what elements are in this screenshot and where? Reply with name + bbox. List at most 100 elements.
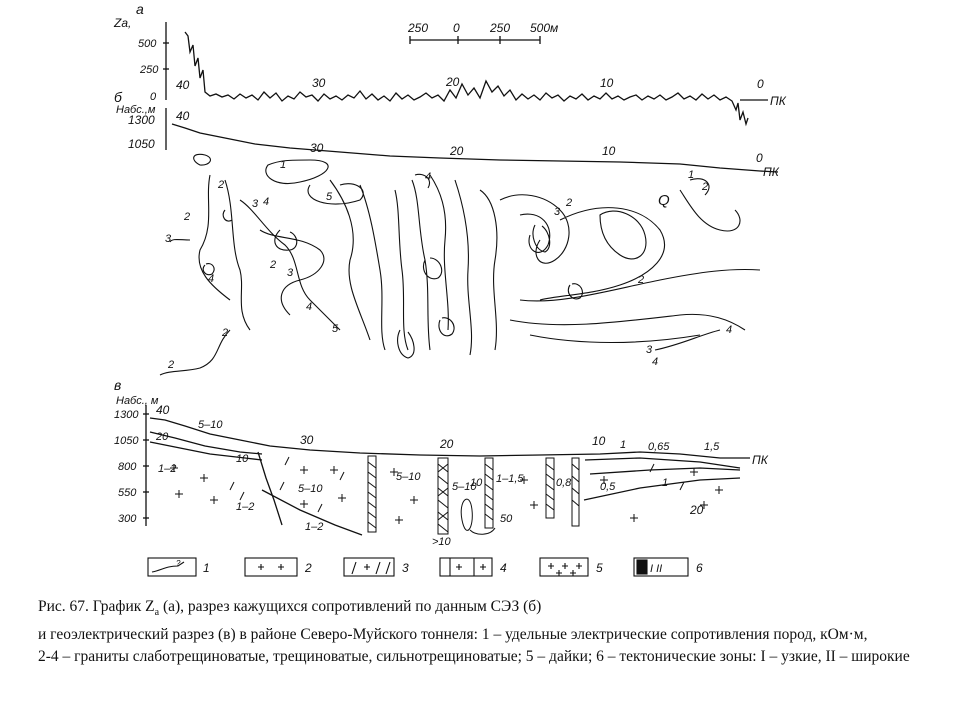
legend-num-6: 6 bbox=[696, 561, 703, 575]
legend-item-4: 4 bbox=[439, 557, 507, 577]
panel-a-pk-20: 20 bbox=[445, 75, 460, 89]
contour-label-4: 4 bbox=[263, 196, 269, 208]
rho-label-19: 1 bbox=[662, 477, 668, 489]
panel-c-axis-label: Набс., м bbox=[116, 395, 159, 407]
scale-tick-500: 500м bbox=[530, 21, 558, 35]
panel-a-ytick-0: 0 bbox=[150, 91, 157, 103]
contour-label-10: 3 bbox=[287, 267, 294, 279]
panel-c-ytick-300: 300 bbox=[118, 513, 137, 525]
panel-b-axis-label: Набс.,м bbox=[116, 104, 156, 116]
contour-label-14: 4 bbox=[425, 171, 431, 183]
panel-a: а Zа, 500 250 0 250 0 250 500м 40 30 20 … bbox=[113, 1, 787, 127]
caption-suffix: (а), разрез кажущихся сопротивлений по д… bbox=[159, 598, 542, 615]
caption-line-2: и геоэлектрический разрез (в) в районе С… bbox=[38, 626, 868, 644]
legend-num-1: 1 bbox=[203, 561, 210, 575]
scale-tick-250-right: 250 bbox=[489, 21, 510, 35]
rho-label-6: 1–2 bbox=[236, 501, 254, 513]
panel-c-pk-10: 10 bbox=[592, 434, 606, 448]
granite-marks bbox=[170, 456, 723, 524]
legend-sample-1: ? bbox=[176, 559, 181, 568]
panel-b-surface bbox=[171, 123, 779, 173]
contour-label-17: 1 bbox=[688, 169, 694, 181]
panel-a-letter: а bbox=[136, 1, 144, 17]
panel-b-contours bbox=[159, 153, 761, 376]
panel-a-pk-0: 0 bbox=[757, 77, 764, 91]
rho-label-13: 50 bbox=[500, 513, 513, 525]
panel-b-ytick-1050: 1050 bbox=[128, 137, 155, 151]
contour-label-24: 2 bbox=[167, 359, 174, 371]
legend-item-2: 2 bbox=[244, 557, 312, 577]
contour-label-6: 2 bbox=[183, 211, 190, 223]
legend-item-1: ? 1 bbox=[147, 557, 210, 577]
panel-a-pk-30: 30 bbox=[312, 76, 326, 90]
panel-a-axis-label: Zа, bbox=[113, 16, 131, 30]
rho-label-2: 20 bbox=[155, 431, 169, 443]
contour-label-2: 2 bbox=[217, 179, 224, 191]
rho-label-8: 5–10 bbox=[396, 471, 421, 483]
panel-b-pk-10: 10 bbox=[602, 144, 616, 158]
contour-label-21: 4 bbox=[726, 324, 732, 336]
rho-label-3: 10 bbox=[236, 453, 249, 465]
contour-label-22: 3 bbox=[646, 344, 653, 356]
scale-tick-250-left: 250 bbox=[407, 21, 428, 35]
rho-label-11: 1–1,5 bbox=[496, 473, 524, 485]
panel-c-fault-1 bbox=[257, 451, 283, 526]
panel-c-letter: в bbox=[114, 377, 121, 393]
scale-tick-0: 0 bbox=[453, 21, 460, 35]
panel-b: б Набс.,м 1300 1050 40 30 20 10 0 ПК 1 2… bbox=[114, 89, 780, 376]
rho-label-5: 5–10 bbox=[298, 483, 323, 495]
panel-c-pk-30: 30 bbox=[300, 433, 314, 447]
tectonic-zones bbox=[367, 455, 580, 535]
rho-label-15: 1 bbox=[620, 439, 626, 451]
panel-c-surface bbox=[149, 417, 721, 459]
legend-sample-6: I II bbox=[650, 563, 662, 575]
panel-a-pk-10: 10 bbox=[600, 76, 614, 90]
legend-item-6: I II 6 bbox=[633, 557, 703, 577]
caption-line-1: Рис. 67. График Zа (а), разрез кажущихся… bbox=[38, 597, 943, 622]
contour-label-5: 5 bbox=[326, 191, 333, 203]
figure: а Zа, 500 250 0 250 0 250 500м 40 30 20 … bbox=[113, 1, 787, 577]
contour-label-8: 4 bbox=[208, 273, 214, 285]
panel-b-pk-0: 0 bbox=[756, 151, 763, 165]
panel-a-ytick-500: 500 bbox=[138, 38, 157, 50]
panel-b-letter: б bbox=[114, 89, 123, 105]
legend-num-3: 3 bbox=[402, 561, 409, 575]
panel-a-za-curve bbox=[184, 31, 749, 127]
rho-label-7: 1–2 bbox=[305, 521, 323, 533]
caption-subscript: а bbox=[154, 607, 160, 619]
panel-c-ytick-1300: 1300 bbox=[114, 409, 139, 421]
contour-label-15: 2 bbox=[565, 197, 572, 209]
rho-label-1: 5–10 bbox=[198, 419, 223, 431]
caption-prefix: Рис. 67. График Z bbox=[38, 598, 155, 615]
caption-line-3: 2-4 – граниты слаботрещиноватые, трещино… bbox=[38, 648, 910, 666]
panel-b-pk-40: 40 bbox=[176, 109, 190, 123]
panel-b-pk-30: 30 bbox=[310, 141, 324, 155]
panel-a-pk-label: ПК bbox=[770, 94, 787, 108]
rho-label-4: 1–2 bbox=[158, 463, 176, 475]
panel-a-ytick-250: 250 bbox=[139, 64, 159, 76]
panel-a-pk-40: 40 bbox=[176, 78, 190, 92]
contour-label-13: 5 bbox=[332, 323, 339, 335]
legend-item-5: 5 bbox=[539, 557, 603, 577]
panel-c-pk-label: ПК bbox=[752, 453, 769, 467]
legend-num-5: 5 bbox=[596, 561, 603, 575]
contour-label-12: 2 bbox=[221, 327, 228, 339]
rho-label-14: >10 bbox=[432, 536, 452, 548]
panel-c-ytick-550: 550 bbox=[118, 487, 137, 499]
rho-label-20: 20 bbox=[689, 503, 704, 517]
rho-label-10: 10 bbox=[470, 477, 483, 489]
contour-label-3: 3 bbox=[252, 198, 259, 210]
panel-b-ytick-1300: 1300 bbox=[128, 113, 155, 127]
panel-c: в Набс., м 1300 1050 800 550 300 40 30 2… bbox=[114, 377, 769, 548]
panel-c-pk-40: 40 bbox=[156, 403, 170, 417]
figure-caption: Рис. 67. График Zа (а), разрез кажущихся… bbox=[38, 597, 943, 669]
legend: ? 1 2 3 4 5 bbox=[147, 557, 703, 577]
panel-c-layer-1 bbox=[149, 441, 263, 461]
panel-c-layer-upper bbox=[149, 431, 263, 455]
contour-label-1: 1 bbox=[280, 159, 286, 171]
panel-c-pk-20: 20 bbox=[439, 437, 454, 451]
panel-b-pk-20: 20 bbox=[449, 144, 464, 158]
scale-bar: 250 0 250 500м bbox=[407, 21, 558, 44]
contour-label-11: 4 bbox=[306, 301, 312, 313]
contour-label-q: Q bbox=[658, 192, 670, 209]
